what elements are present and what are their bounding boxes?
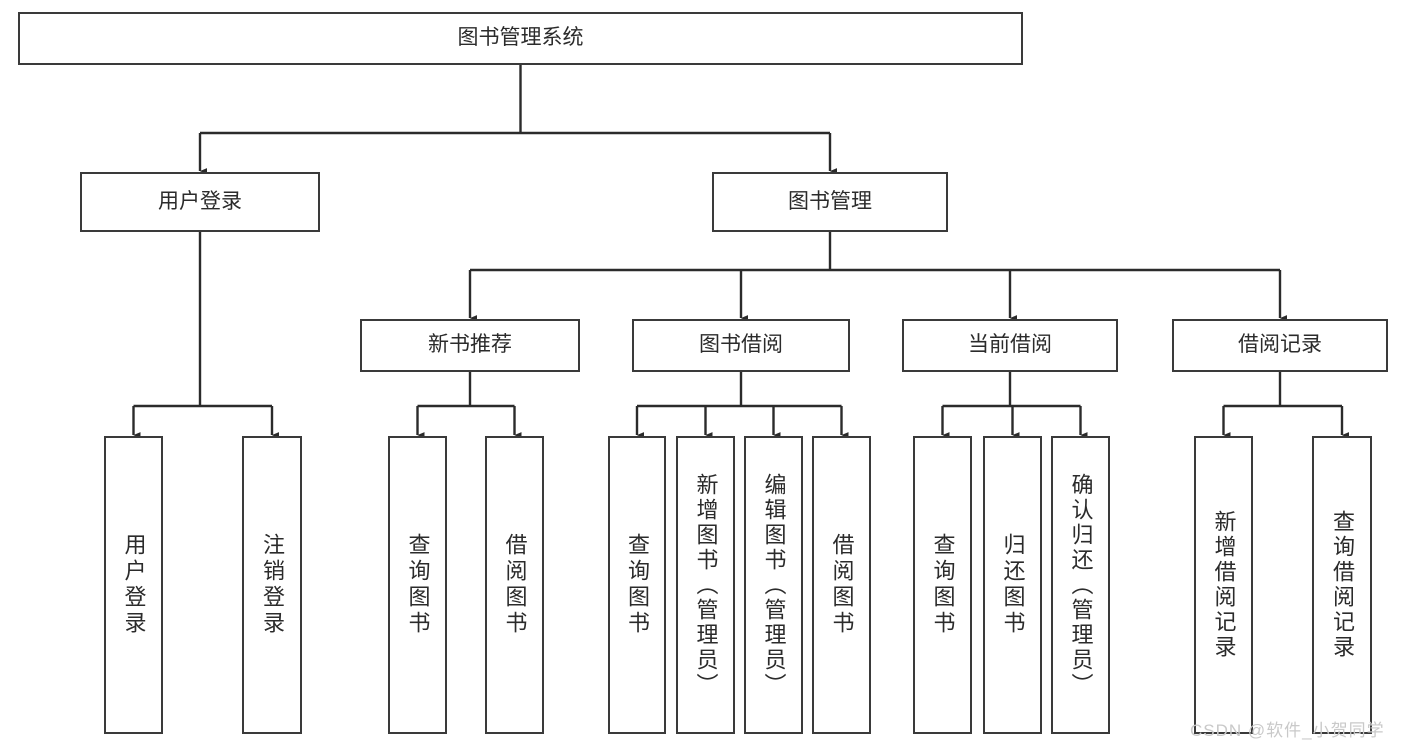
node-leaf-edit-book[interactable]: 编辑图书（管理员）: [744, 436, 803, 734]
node-leaf-query-rec[interactable]: 查询借阅记录: [1312, 436, 1372, 734]
node-label: 查询图书: [405, 533, 431, 637]
node-label: 借阅记录: [1238, 333, 1322, 357]
node-book-manage[interactable]: 图书管理: [712, 172, 948, 232]
node-label: 注销登录: [260, 533, 285, 637]
node-label: 新书推荐: [428, 333, 512, 357]
node-leaf-borrow-2[interactable]: 借阅图书: [812, 436, 871, 734]
node-label: 图书管理: [788, 189, 872, 213]
node-current-borrow[interactable]: 当前借阅: [902, 319, 1118, 372]
node-leaf-return[interactable]: 归还图书: [983, 436, 1042, 734]
node-leaf-confirm[interactable]: 确认归还（管理员）: [1051, 436, 1110, 734]
node-label: 用户登录: [158, 189, 242, 213]
node-leaf-logout[interactable]: 注销登录: [242, 436, 302, 734]
node-label: 新增借阅记录: [1211, 510, 1237, 660]
node-label: 图书管理系统: [457, 26, 584, 50]
node-leaf-user-login[interactable]: 用户登录: [104, 436, 163, 734]
node-leaf-borrow-1[interactable]: 借阅图书: [485, 436, 544, 734]
node-label: 确认归还（管理员）: [1068, 472, 1094, 698]
node-new-book-rec[interactable]: 新书推荐: [360, 319, 580, 372]
node-label: 图书借阅: [699, 333, 783, 357]
node-label: 用户登录: [121, 533, 147, 637]
node-leaf-query-2[interactable]: 查询图书: [608, 436, 666, 734]
csdn-watermark: CSDN @软件_小贺同学: [1190, 721, 1385, 740]
node-label: 借阅图书: [829, 533, 855, 637]
node-leaf-add-book[interactable]: 新增图书（管理员）: [676, 436, 735, 734]
node-label: 归还图书: [1000, 533, 1026, 637]
node-leaf-query-1[interactable]: 查询图书: [388, 436, 447, 734]
node-leaf-add-record[interactable]: 新增借阅记录: [1194, 436, 1253, 734]
node-label: 新增图书（管理员）: [693, 472, 719, 698]
node-borrow-record[interactable]: 借阅记录: [1172, 319, 1388, 372]
node-label: 查询图书: [625, 533, 650, 637]
node-label: 当前借阅: [968, 333, 1052, 357]
node-label: 借阅图书: [502, 533, 528, 637]
node-label: 查询借阅记录: [1330, 510, 1355, 660]
node-root[interactable]: 图书管理系统: [18, 12, 1023, 65]
node-book-borrow[interactable]: 图书借阅: [632, 319, 850, 372]
node-user-login[interactable]: 用户登录: [80, 172, 320, 232]
node-label: 编辑图书（管理员）: [761, 472, 787, 698]
node-leaf-query-3[interactable]: 查询图书: [913, 436, 972, 734]
node-label: 查询图书: [930, 533, 956, 637]
